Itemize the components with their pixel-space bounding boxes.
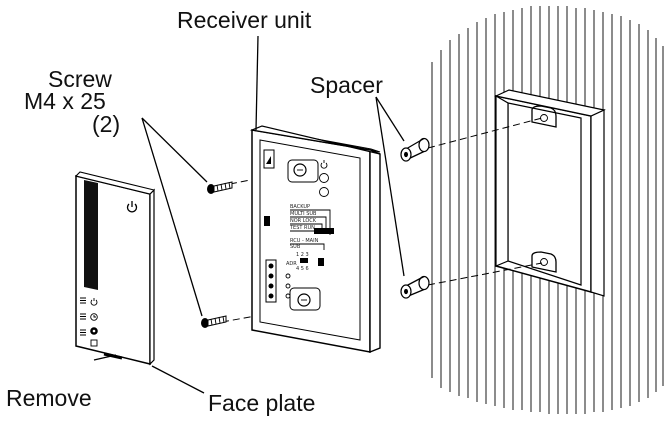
board-sub-label: SUB <box>290 244 301 250</box>
timer-icon <box>90 313 98 321</box>
receiver-screw-hole-top <box>287 159 319 183</box>
face-plate-label: Face plate <box>208 390 315 416</box>
board-address-bottom: 4 5 6 <box>296 266 309 272</box>
board-backup-label: BACKUP <box>290 204 310 210</box>
power-indicator-icon <box>90 298 98 306</box>
board-address-label: ADR <box>286 261 297 267</box>
square-icon <box>90 339 98 347</box>
face-plate <box>74 171 156 366</box>
receiver-unit: BACKUP MULTI SUB NOR LOCK TEST RUN RCU -… <box>249 125 381 354</box>
switch-panel: BACKUP MULTI SUB NOR LOCK TEST RUN RCU -… <box>286 204 334 272</box>
wall-box-tab-bottom <box>531 251 557 273</box>
remove-label: Remove <box>6 385 92 411</box>
board-multi-label: MULTI SUB <box>290 211 317 217</box>
spacer-top <box>400 137 430 162</box>
indicator-leds <box>319 160 329 197</box>
screw-label: Screw <box>48 66 112 92</box>
screw-bottom <box>201 315 227 328</box>
screw-quantity-label: (2) <box>92 111 120 137</box>
power-icon <box>126 201 138 213</box>
screw-spec-label: M4 x 25 <box>24 88 106 114</box>
connector-block <box>265 259 291 303</box>
fan-icon <box>90 327 98 335</box>
board-lock-label: NOR LOCK <box>290 218 317 224</box>
board-test-label: TEST RUN <box>289 225 315 231</box>
receiver-screw-hole-bottom <box>289 287 321 311</box>
leader-lines <box>93 35 405 394</box>
receiver-unit-label: Receiver unit <box>177 7 312 33</box>
spacer-bottom <box>400 275 430 299</box>
board-rcu-label: RCU - MAIN <box>290 238 319 244</box>
led-slots <box>80 297 86 336</box>
wall-box <box>494 89 606 297</box>
board-address-top: 1 2 3 <box>296 252 309 258</box>
screw-top <box>207 181 233 194</box>
spacer-label: Spacer <box>310 72 383 98</box>
